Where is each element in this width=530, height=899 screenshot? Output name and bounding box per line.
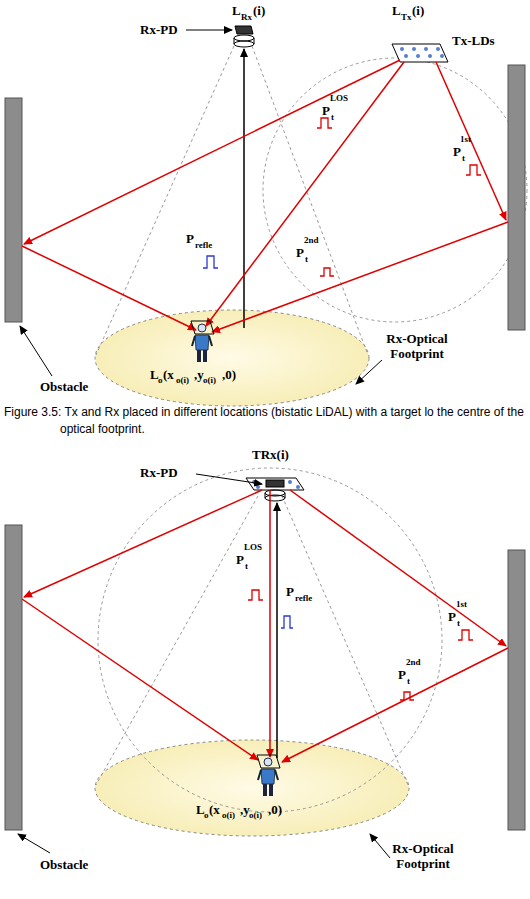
index-label: refle [195, 241, 212, 250]
index-label: 2nd [304, 236, 319, 245]
bottom-figure [5, 468, 525, 858]
index-label: o(i) [222, 811, 235, 820]
figure-label: L [232, 4, 241, 17]
figure-label: ,0) [222, 368, 236, 381]
figure-label: Rx-Optical Footprint [372, 332, 462, 362]
index-label: t [331, 113, 334, 122]
index-label: t [407, 677, 410, 686]
figure-label: (i) [412, 4, 424, 17]
figure-label: P [296, 246, 304, 259]
index-label: o [158, 376, 163, 385]
index-label: t [462, 154, 465, 163]
figure-label: L [392, 4, 401, 17]
figure-label: Rx-PD [140, 466, 178, 479]
figure-label: P [186, 232, 194, 245]
figure-label: P [448, 610, 456, 623]
index-label: LOS [244, 543, 262, 552]
index-label: 1st [456, 600, 467, 609]
figure-caption: Figure 3.5: Tx and Rx placed in differen… [4, 404, 524, 438]
figure-label: Rx-PD [140, 23, 178, 36]
index-label: LOS [330, 94, 348, 103]
index-label: o(i) [203, 376, 216, 385]
index-label: t [457, 619, 460, 628]
figure-label: TRx(i) [252, 448, 289, 461]
figure-label: L [196, 803, 205, 816]
figure-label: (x [209, 803, 220, 816]
figure-label: P [398, 668, 406, 681]
figure-label: P [236, 553, 244, 566]
top-figure [5, 26, 527, 406]
figure-label: Rx-Optical Footprint [378, 842, 468, 872]
index-label: Tx [401, 13, 412, 22]
figure-label: P [322, 104, 330, 117]
index-label: t [305, 255, 308, 264]
figure-label: P [453, 145, 461, 158]
figure-label: (i) [253, 4, 265, 17]
index-label: refle [295, 594, 312, 603]
figure-label: ,0) [268, 803, 282, 816]
index-label: 2nd [406, 658, 421, 667]
figure-label: (x [163, 368, 174, 381]
figure-label: P [286, 585, 294, 598]
index-label: o(i) [176, 376, 189, 385]
index-label: Rx [241, 13, 252, 22]
index-label: o [204, 811, 209, 820]
figure-label: Obstacle [40, 858, 88, 871]
figure-label: Obstacle [40, 380, 88, 393]
figure-label: ,y [194, 368, 204, 381]
figure-label: L [150, 368, 159, 381]
figure-label: ,y [240, 803, 250, 816]
index-label: 1st [460, 135, 471, 144]
index-label: o(i) [249, 811, 262, 820]
figure-label: Tx-LDs [452, 34, 495, 47]
index-label: t [245, 562, 248, 571]
